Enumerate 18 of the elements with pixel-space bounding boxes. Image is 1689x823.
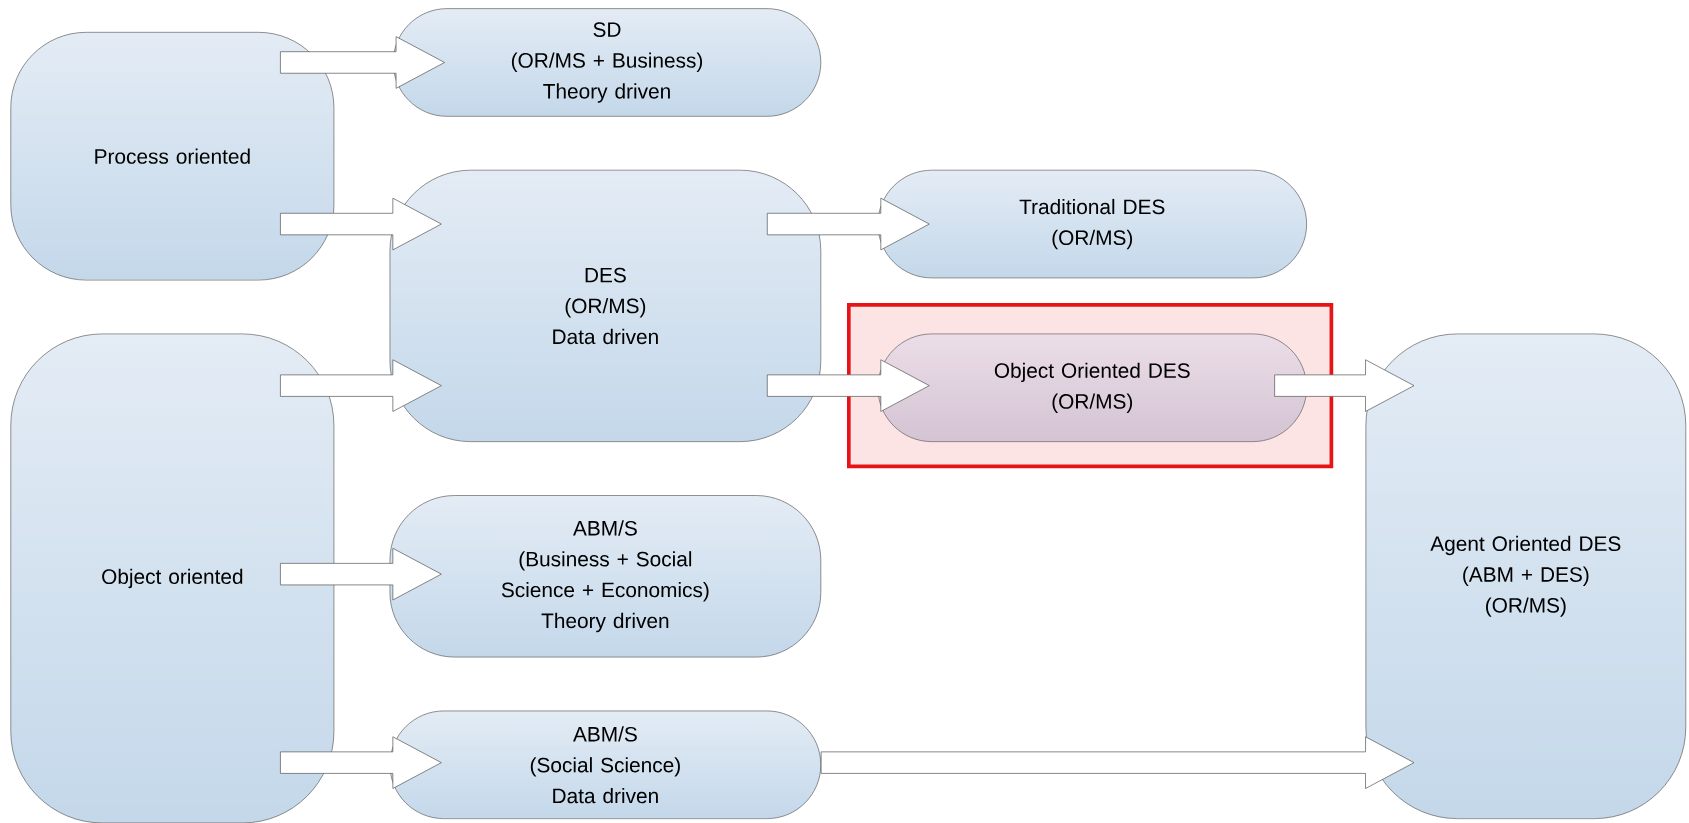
rounded-box: ABM/S (Business + Social Science + Economics) Theory driven (389, 495, 822, 658)
block-arrow (1274, 359, 1415, 412)
rounded-box: Object Oriented DES (OR/MS) (877, 333, 1307, 442)
block-arrow (280, 736, 442, 789)
block-arrow (280, 197, 442, 251)
rounded-box: ABM/S (Social Science) Data driven (389, 710, 822, 819)
block-arrow (766, 359, 930, 412)
rounded-box: Object oriented (10, 333, 335, 823)
rounded-box: Agent Oriented DES (ABM + DES) (OR/MS) (1365, 333, 1687, 819)
rounded-box: Traditional DES (OR/MS) (877, 169, 1307, 279)
rounded-box: SD (OR/MS + Business) Theory driven (392, 8, 822, 117)
block-arrow (280, 547, 442, 601)
rounded-box: DES (OR/MS) Data driven (389, 169, 822, 442)
block-arrow (820, 736, 1415, 789)
rounded-box: Process oriented (10, 32, 335, 281)
block-arrow (280, 359, 442, 412)
block-arrow (766, 197, 930, 251)
block-arrow (280, 36, 445, 89)
